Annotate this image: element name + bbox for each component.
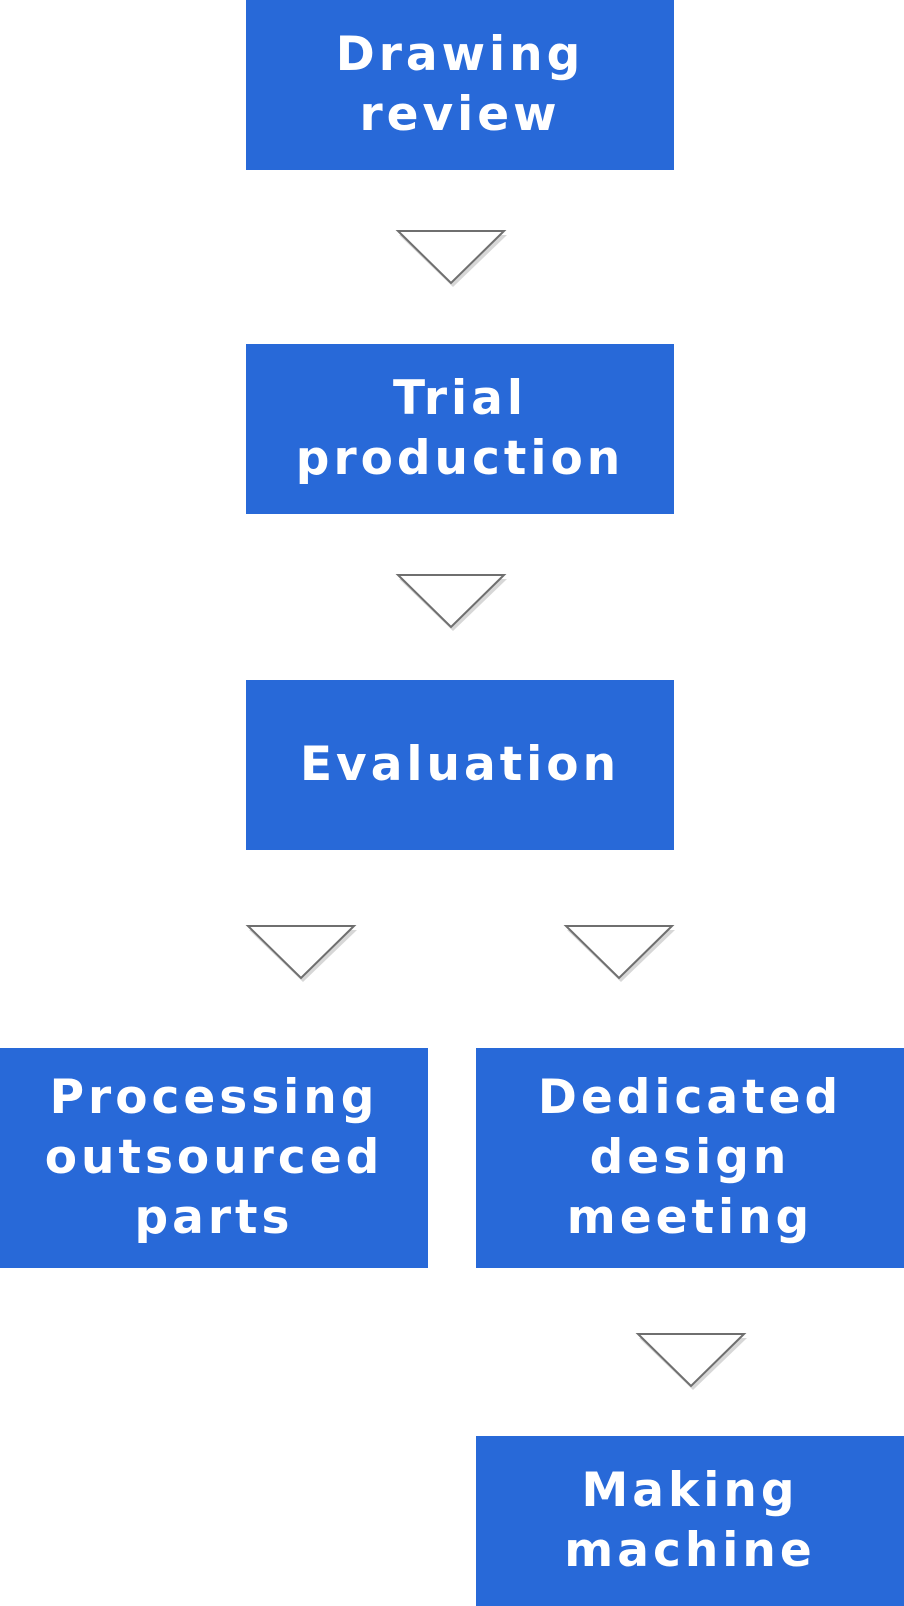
down-arrow-icon (245, 925, 357, 982)
down-arrow-icon (635, 1333, 747, 1390)
step-label-making-machine: Making machine (564, 1463, 816, 1578)
step-processing-outsourced-parts: Processing outsourced parts (0, 1048, 428, 1268)
step-dedicated-design-meeting: Dedicated design meeting (476, 1048, 904, 1268)
down-arrow-icon (395, 574, 507, 631)
step-label-evaluation: Evaluation (299, 737, 621, 792)
down-arrow-icon (395, 230, 507, 287)
step-label-processing-outsourced-parts: Processing outsourced parts (44, 1070, 384, 1245)
step-drawing-review: Drawing review (246, 0, 674, 170)
step-label-trial-production: Trial production (295, 371, 625, 486)
step-evaluation: Evaluation (246, 680, 674, 850)
step-making-machine: Making machine (476, 1436, 904, 1606)
down-arrow-icon (563, 925, 675, 982)
step-label-drawing-review: Drawing review (335, 27, 585, 142)
step-label-dedicated-design-meeting: Dedicated design meeting (537, 1070, 843, 1245)
step-trial-production: Trial production (246, 344, 674, 514)
